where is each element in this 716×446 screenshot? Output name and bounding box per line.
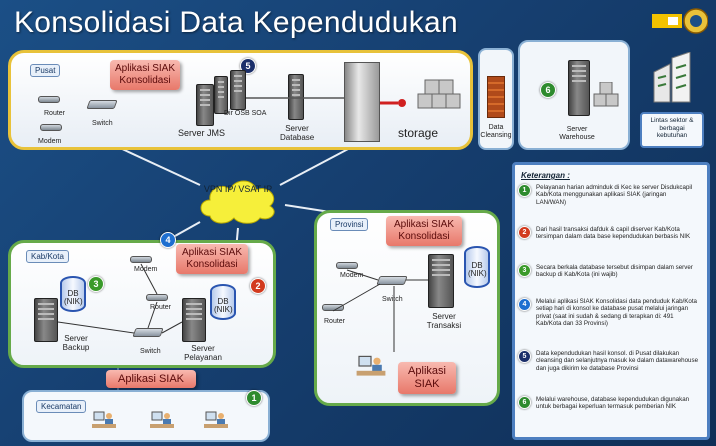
operator-icon (204, 411, 228, 428)
server-database-label: Server Database (280, 124, 315, 142)
provinsi-router-label: Router (324, 318, 346, 325)
legend-text: Dari hasil transaksi dafduk & capil dise… (536, 226, 691, 241)
kabkota-app-siak-konsolidasi: Aplikasi SIAK Konsolidasi (176, 244, 248, 274)
data-cleansing-label: Data Cleansing (480, 124, 512, 139)
legend-item: 2 Dari hasil transaksi dafduk & capil di… (518, 226, 698, 241)
legend-text: Melalui aplikasi SIAK Konsolidasi data p… (536, 298, 697, 328)
legend-item: 5 Data kependudukan hasil konsol. di Pus… (518, 350, 698, 372)
siak-app-bar: Aplikasi SIAK (106, 370, 196, 388)
badge-3: 3 (88, 276, 104, 292)
legend-text: Secara berkala database tersebut disimpa… (536, 264, 693, 279)
server-backup-label: Server Backup (62, 334, 90, 352)
server-pelayanan-icon (182, 298, 206, 342)
kecamatan-tag: Kecamatan (36, 400, 87, 413)
kabkota-db-pelayanan-label: DB (NIK) (214, 297, 233, 314)
server-warehouse-icon (568, 60, 590, 116)
pusat-app-siak-konsolidasi: Aplikasi SIAK Konsolidasi (110, 60, 180, 90)
storage-label: storage (398, 126, 439, 140)
legend-badge: 6 (518, 396, 531, 409)
badge-2: 2 (250, 278, 266, 294)
server-warehouse-label: Server Warehouse (559, 126, 595, 141)
storage-cubes-icon (417, 79, 461, 109)
storage-rack-icon (344, 62, 380, 142)
pusat-router-label: Router (44, 110, 66, 117)
page-title: Konsolidasi Data Kependudukan (14, 6, 459, 39)
kabkota-modem-label: Modem (134, 266, 158, 273)
legend-item: 3 Secara berkala database tersebut disim… (518, 264, 698, 279)
legend-badge: 1 (518, 184, 531, 197)
provinsi-db-label: DB (NIK) (468, 261, 487, 278)
server-soa-icon (230, 70, 246, 110)
firewall-icon (487, 76, 505, 118)
kecamatan-panel (22, 390, 270, 442)
pusat-link-line (246, 97, 350, 99)
kabkota-db-backup-icon (60, 276, 86, 312)
kabkota-router-label: Router (150, 304, 172, 311)
server-osb-icon (214, 76, 228, 114)
legend-title: Keterangan : (521, 171, 570, 180)
legend-badge: 2 (518, 226, 531, 239)
storage-link-arrow (380, 99, 406, 107)
provinsi-tag: Provinsi (330, 218, 369, 231)
legend-panel: Keterangan : (512, 162, 710, 440)
lintas-sektor-label: Lintas sektor & berbagai kebutuhan (640, 112, 704, 148)
legend-badge: 3 (518, 264, 531, 277)
ministry-logo-icon (652, 8, 708, 34)
operator-icon (150, 411, 174, 428)
server-transaksi-label: Server Transaksi (426, 312, 462, 330)
server-jms-icon (196, 84, 214, 126)
server-pelayanan-label: Server Pelayanan (184, 344, 222, 362)
vpn-cloud-icon (200, 180, 275, 224)
legend-item: 1 Pelayanan harian adminduk di Kec ke se… (518, 184, 698, 206)
badge-1: 1 (246, 390, 262, 406)
kabkota-switch-label: Switch (140, 348, 161, 355)
legend-item: 6 Melalui warehouse, database kependuduk… (518, 396, 698, 411)
vpn-label: VPN IP/ VSAT IP (203, 184, 273, 194)
legend-text: Data kependudukan hasil konsol. di Pusat… (536, 350, 699, 372)
legend-text: Pelayanan harian adminduk di Kec ke serv… (536, 184, 693, 206)
kabkota-db-pelayanan-icon (210, 284, 236, 320)
pusat-router-icon (38, 96, 60, 103)
server-database-icon (288, 74, 304, 120)
server-backup-icon (34, 298, 58, 342)
kabkota-router-icon (146, 294, 168, 301)
warehouse-cubes-icon (593, 82, 619, 107)
legend-badge: 5 (518, 350, 531, 363)
provinsi-switch-label: Switch (382, 296, 403, 303)
badge-6: 6 (540, 82, 556, 98)
pusat-modem-label: Modem (38, 138, 62, 145)
osb-label: Dir OSB SOA (224, 110, 267, 117)
provinsi-modem-icon (336, 262, 358, 269)
pusat-switch-label: Switch (92, 120, 113, 127)
kabkota-tag: Kab/Kota (26, 250, 69, 263)
provinsi-operator-icon (356, 355, 386, 376)
provinsi-modem-label: Modem (340, 272, 364, 279)
badge-4: 4 (160, 232, 176, 248)
server-transaksi-icon (428, 254, 454, 308)
provinsi-app-siak: Aplikasi SIAK (398, 362, 456, 394)
buildings-icon (653, 52, 691, 103)
legend-badge: 4 (518, 298, 531, 311)
legend-item: 4 Melalui aplikasi SIAK Konsolidasi data… (518, 298, 698, 328)
legend-text: Melalui warehouse, database kependudukan… (536, 396, 690, 411)
kabkota-modem-icon (130, 256, 152, 263)
pusat-tag: Pusat (30, 64, 61, 77)
server-jms-label: Server JMS (178, 128, 226, 138)
provinsi-db-icon (464, 246, 490, 288)
kabkota-db-backup-label: DB (NIK) (64, 289, 83, 306)
pusat-modem-icon (40, 124, 62, 131)
operator-icon (92, 411, 116, 428)
provinsi-app-siak-konsolidasi: Aplikasi SIAK Konsolidasi (386, 216, 462, 246)
